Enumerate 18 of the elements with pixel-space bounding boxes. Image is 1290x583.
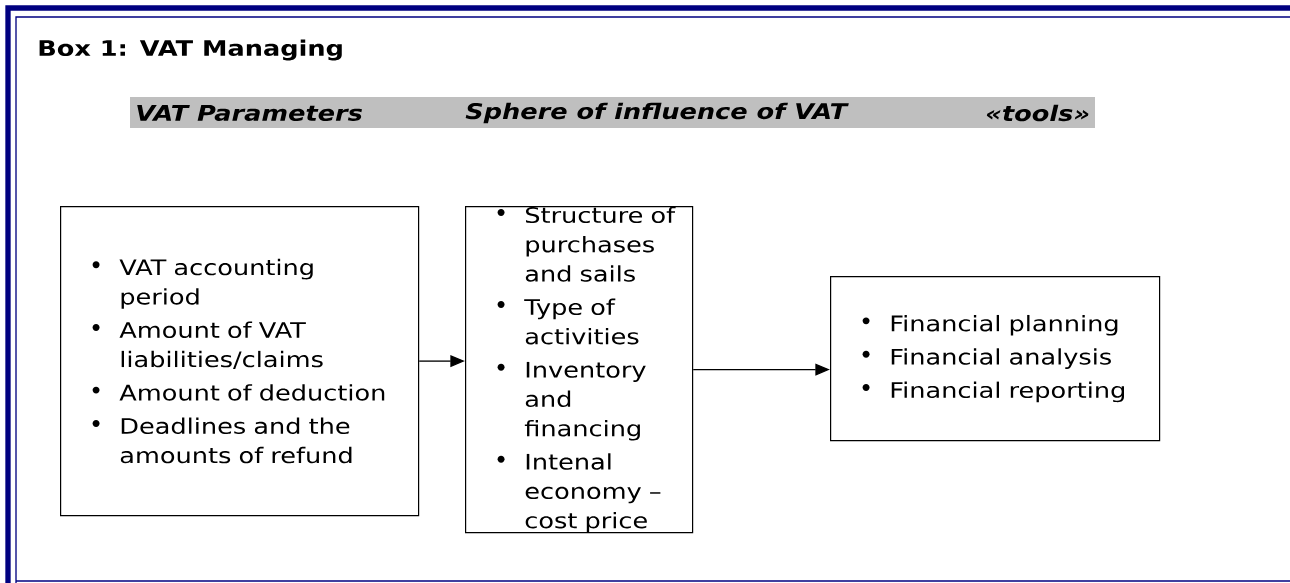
bullet-item: Type of activities — [524, 298, 639, 345]
bullet-item: VAT accounting period — [119, 258, 313, 309]
bullet-item: Inventory and financing — [524, 361, 646, 441]
text-box — [830, 276, 1161, 442]
column-heading: VAT Parameters — [137, 105, 362, 121]
bullet-item: Financial reporting — [891, 381, 1124, 403]
bullet-item: Amount of VAT liabilities/claims — [119, 321, 323, 370]
bullet-item: Financial planning — [891, 314, 1118, 336]
bullet-item: Structure of purchases and sails — [525, 206, 676, 282]
bullet-item: Intenal economy – cost price — [525, 453, 661, 533]
text-box — [465, 206, 694, 534]
column-heading: Sphere of influence of VAT — [465, 102, 849, 124]
column-heading: «tools» — [986, 104, 1089, 122]
text-box — [60, 206, 420, 517]
bullet-item: Amount of deduction — [119, 384, 385, 401]
bullet-item: Financial analysis — [891, 348, 1111, 369]
bullet-item: Deadlines and the amounts of refund — [120, 417, 352, 464]
heading: Box 1: VAT Managing — [39, 39, 342, 61]
